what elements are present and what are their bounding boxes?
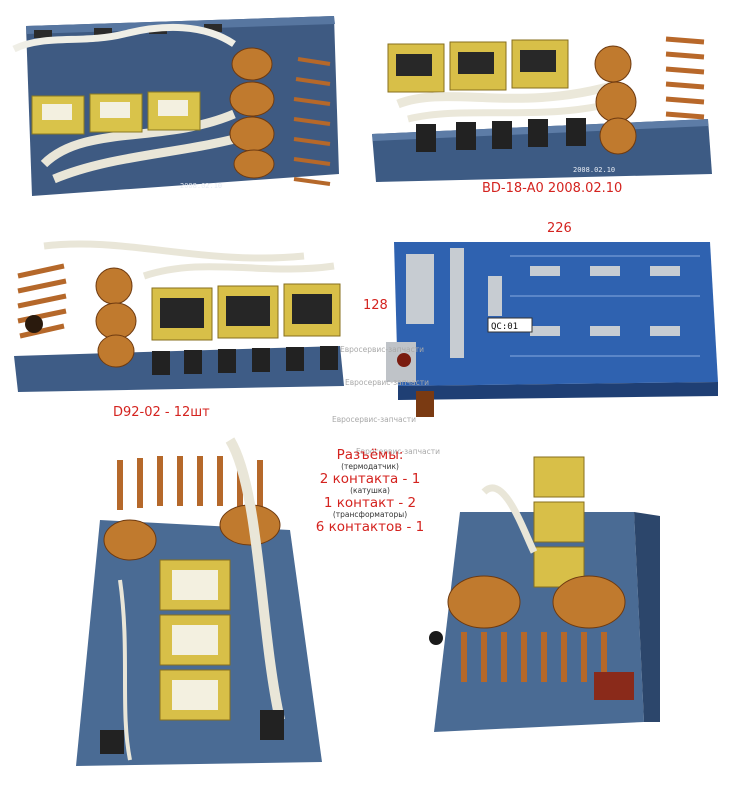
connector-line-1: 2 контакта - 1: [319, 471, 421, 488]
board-photo-top-right: 2008.02.10: [372, 36, 712, 182]
connector-note-coil: (катушка): [350, 486, 390, 496]
watermark: Евросервис-запчасти: [332, 415, 417, 424]
watermark: Евросервис-запчасти: [340, 345, 425, 354]
connector-note-transformers: (трансформаторы): [332, 510, 408, 520]
board-date-top-right: 2008.02.10: [573, 166, 615, 174]
board-photo-bottom-side: QC:01: [386, 242, 718, 417]
transistor-count-label: D92-02 - 12шт: [113, 405, 210, 420]
watermark: Евросервис-запчасти: [356, 447, 441, 456]
board-photo-bottom-right: [429, 456, 660, 732]
board-date-top-left: 2008.02.10: [180, 182, 222, 190]
board-photo-bottom-left: [76, 437, 322, 766]
connector-legend: Разъёмы: (термодатчик) 2 контакта - 1 (к…: [300, 448, 440, 534]
model-date-label: BD-18-A0 2008.02.10: [482, 181, 623, 196]
connector-line-2: 1 контакт - 2: [323, 495, 417, 512]
connector-note-thermo: (термодатчик): [341, 462, 399, 472]
board-photo-middle-left: [14, 240, 344, 392]
connector-line-3: 6 контактов - 1: [315, 519, 425, 536]
watermark: Евросервис-запчасти: [345, 378, 430, 387]
board-height-label: 128: [363, 298, 388, 313]
qc-sticker: QC:01: [491, 322, 518, 332]
board-width-label: 226: [547, 221, 572, 236]
board-photo-top-left: 2008.02.10: [12, 16, 339, 196]
connector-legend-title: Разъёмы:: [336, 447, 404, 463]
